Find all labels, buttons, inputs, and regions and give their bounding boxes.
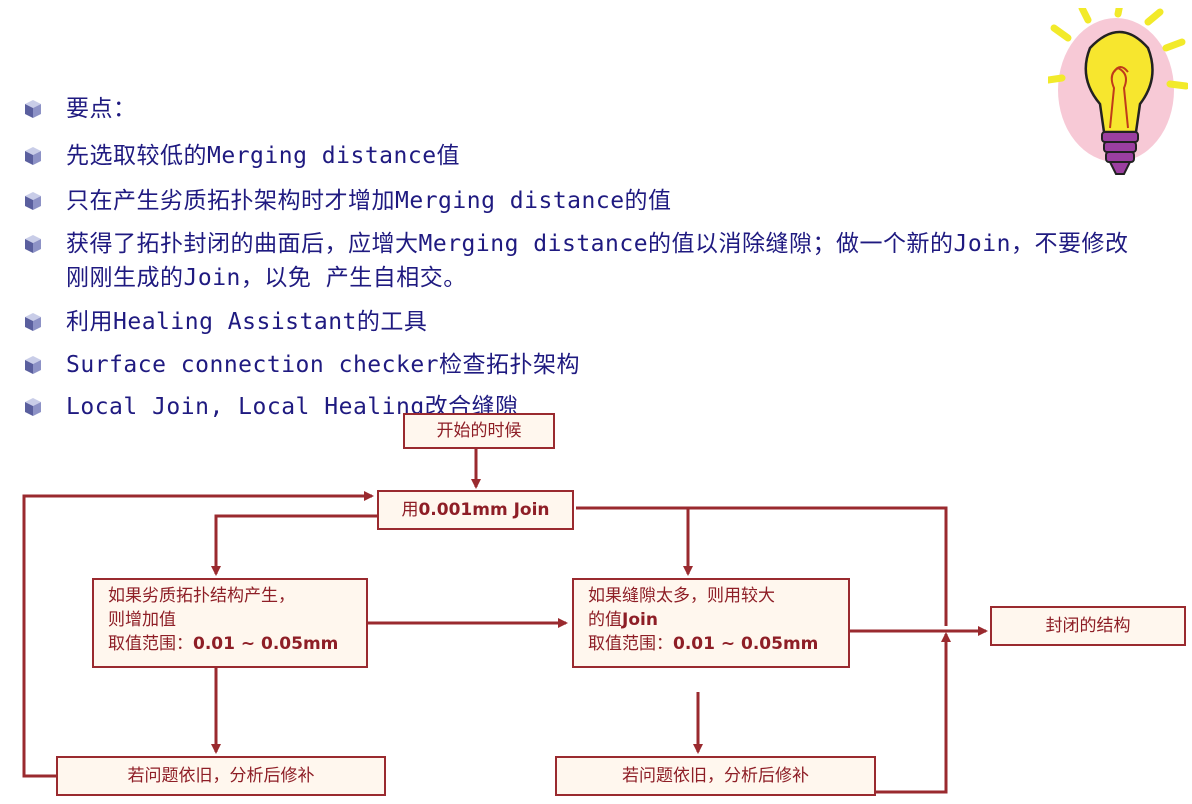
bullet-item: 只在产生劣质拓扑架构时才增加Merging distance的值 <box>22 184 1152 218</box>
flow-closed-box: 封闭的结构 <box>990 606 1186 646</box>
left-bottom-label: 若问题依旧，分析后修补 <box>127 766 315 786</box>
right-box-line2-bold: Join <box>622 610 658 630</box>
arrow-join-to-left <box>211 514 378 576</box>
left-box-line3-bold: 0.01 ~ 0.05mm <box>193 634 339 654</box>
flow-join-prefix: 用 <box>401 500 419 520</box>
left-box-line2: 则增加值 <box>108 610 176 630</box>
join-right-line <box>576 506 948 626</box>
right-box-line3-prefix: 取值范围： <box>588 634 673 654</box>
flow-join-bold: 0.001mm Join <box>418 500 550 520</box>
bullet-text: 获得了拓扑封闭的曲面后，应增大Merging distance的值以消除缝隙；做… <box>66 231 1129 291</box>
bullet-text: Surface connection checker检查拓扑架构 <box>66 352 581 378</box>
bullet-text: 只在产生劣质拓扑架构时才增加Merging distance的值 <box>66 188 672 214</box>
flow-right-box: 如果缝隙太多，则用较大 的值Join 取值范围：0.01 ~ 0.05mm <box>572 578 850 668</box>
bullet-item: 获得了拓扑封闭的曲面后，应增大Merging distance的值以消除缝隙；做… <box>22 227 1152 295</box>
bullet-text: 利用Healing Assistant的工具 <box>66 309 428 335</box>
right-box-line2-prefix: 的值 <box>588 610 622 630</box>
flow-left-box: 如果劣质拓扑结构产生， 则增加值 取值范围：0.01 ~ 0.05mm <box>92 578 368 668</box>
bullet-item: Surface connection checker检查拓扑架构 <box>22 348 1152 382</box>
bullet-item: 要点： <box>22 92 1152 126</box>
arrow-bottom-to-closed <box>876 632 951 794</box>
right-box-line1: 如果缝隙太多，则用较大 <box>588 586 775 606</box>
bullet-item: 先选取较低的Merging distance值 <box>22 139 1152 173</box>
bullet-cube-icon <box>25 147 41 165</box>
left-box-line1: 如果劣质拓扑结构产生， <box>108 586 295 606</box>
right-bottom-label: 若问题依旧，分析后修补 <box>622 766 809 786</box>
bullet-text: 先选取较低的Merging distance值 <box>66 143 461 169</box>
loop-back-line <box>22 491 374 778</box>
right-box-line3-bold: 0.01 ~ 0.05mm <box>673 634 819 654</box>
flow-right-bottom-box: 若问题依旧，分析后修补 <box>555 756 876 796</box>
flow-closed-label: 封闭的结构 <box>1045 616 1131 636</box>
bullet-cube-icon <box>25 313 41 331</box>
bullet-text: 要点： <box>66 96 137 122</box>
bullet-cube-icon <box>25 398 41 416</box>
bullet-cube-icon <box>25 356 41 374</box>
flow-left-bottom-box: 若问题依旧，分析后修补 <box>56 756 386 796</box>
bullet-cube-icon <box>25 100 41 118</box>
bullet-cube-icon <box>25 192 41 210</box>
bullet-item: 利用Healing Assistant的工具 <box>22 305 1152 339</box>
lightbulb-icon <box>1048 8 1188 175</box>
flow-start-label: 开始的时候 <box>436 421 522 441</box>
flow-start-box: 开始的时候 <box>403 413 555 449</box>
bullet-cube-icon <box>25 235 41 253</box>
left-box-line3-prefix: 取值范围： <box>108 634 193 654</box>
